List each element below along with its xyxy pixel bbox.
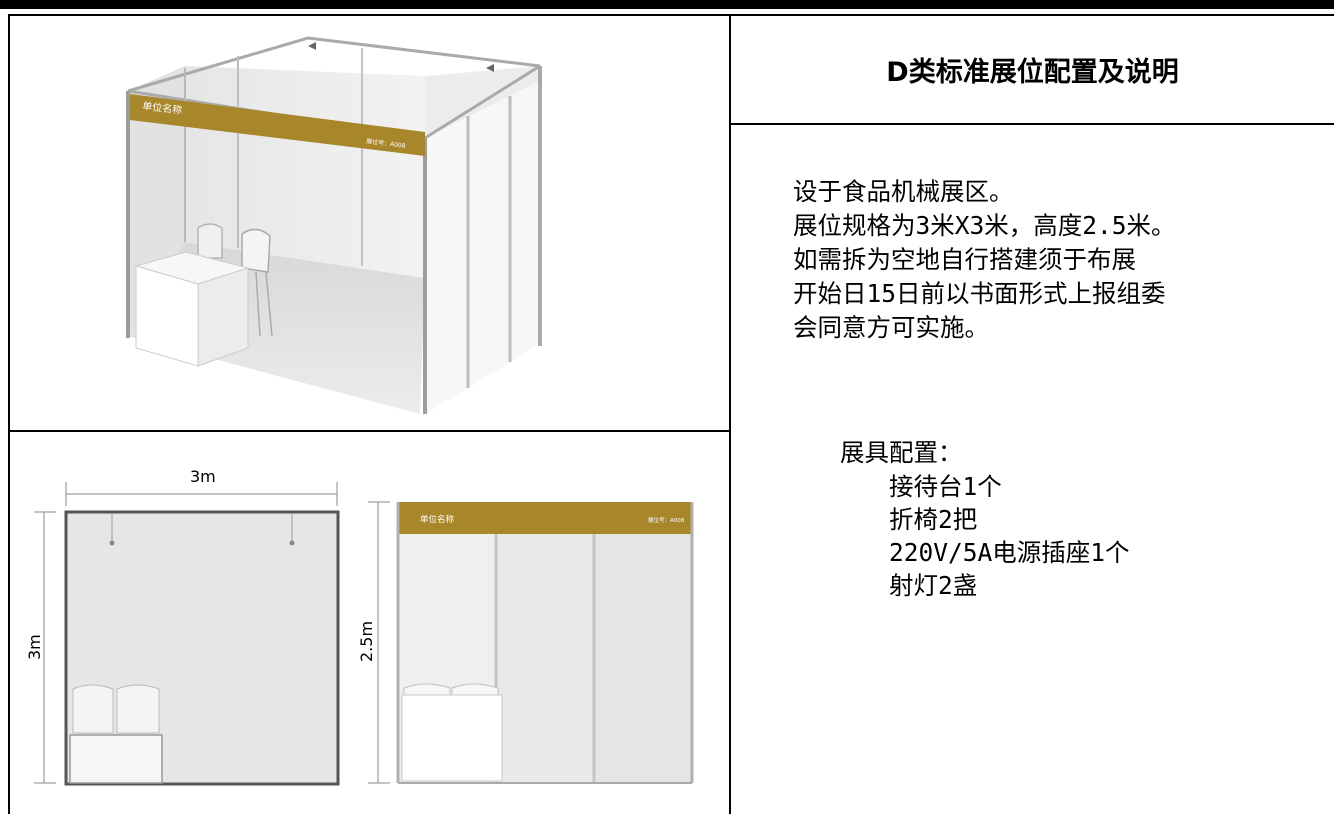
description-line: 如需拆为空地自行搭建须于布展 (793, 245, 1136, 274)
booth-elevation-drawings: 3m 3m 2.5m 单位名称 展位号：A008 (25, 467, 694, 786)
folding-chair (116, 684, 160, 734)
booth-3d-illustration: 单位名称 展位号：A008 (126, 36, 542, 414)
description-line: 会同意方可实施。 (793, 313, 989, 342)
folding-chair (72, 684, 114, 734)
reception-desk (134, 251, 250, 367)
config-item: 折椅2把 (889, 505, 978, 534)
booth-3d-render: 单位名称 展位号：A008 (10, 16, 729, 430)
page-title: D类标准展位配置及说明 (886, 57, 1179, 88)
spotlight-icon (109, 540, 115, 546)
folding-chair (241, 228, 273, 337)
reception-desk (69, 734, 163, 784)
config-item: 射灯2盏 (889, 571, 978, 600)
top-rule (0, 0, 1334, 9)
config-item: 220V/5A电源插座1个 (889, 538, 1130, 567)
config-heading: 展具配置： (840, 438, 963, 467)
left-row-divider (8, 430, 731, 432)
fascia-board (398, 502, 692, 534)
reception-desk (401, 694, 503, 782)
fascia-board (130, 94, 425, 156)
config-list: 接待台1个 折椅2把 220V/5A电源插座1个 射灯2盏 (889, 470, 1130, 602)
spotlight-icon (486, 64, 494, 72)
booth-description: 设于食品机械展区。 展位规格为3米X3米，高度2.5米。 如需拆为空地自行搭建须… (793, 175, 1323, 345)
description-line: 设于食品机械展区。 (793, 177, 1014, 206)
height-dimension-label: 2.5m (357, 621, 376, 662)
config-item: 接待台1个 (889, 472, 1002, 501)
right-wall (425, 81, 540, 414)
column-divider (729, 14, 731, 814)
spotlight-icon (289, 540, 295, 546)
spotlight-icon (308, 42, 316, 50)
document-frame (8, 14, 1334, 814)
fascia-name: 单位名称 (420, 514, 455, 525)
title-divider (729, 123, 1334, 125)
description-line: 开始日15日前以书面形式上报组委 (793, 279, 1166, 308)
fascia-number: 展位号：A008 (648, 516, 685, 524)
description-line: 展位规格为3米X3米，高度2.5米。 (793, 211, 1176, 240)
depth-dimension-label: 3m (25, 634, 44, 660)
booth-plan-views: 3m 3m 2.5m 单位名称 展位号：A008 (10, 432, 729, 814)
width-dimension-label: 3m (190, 467, 216, 486)
